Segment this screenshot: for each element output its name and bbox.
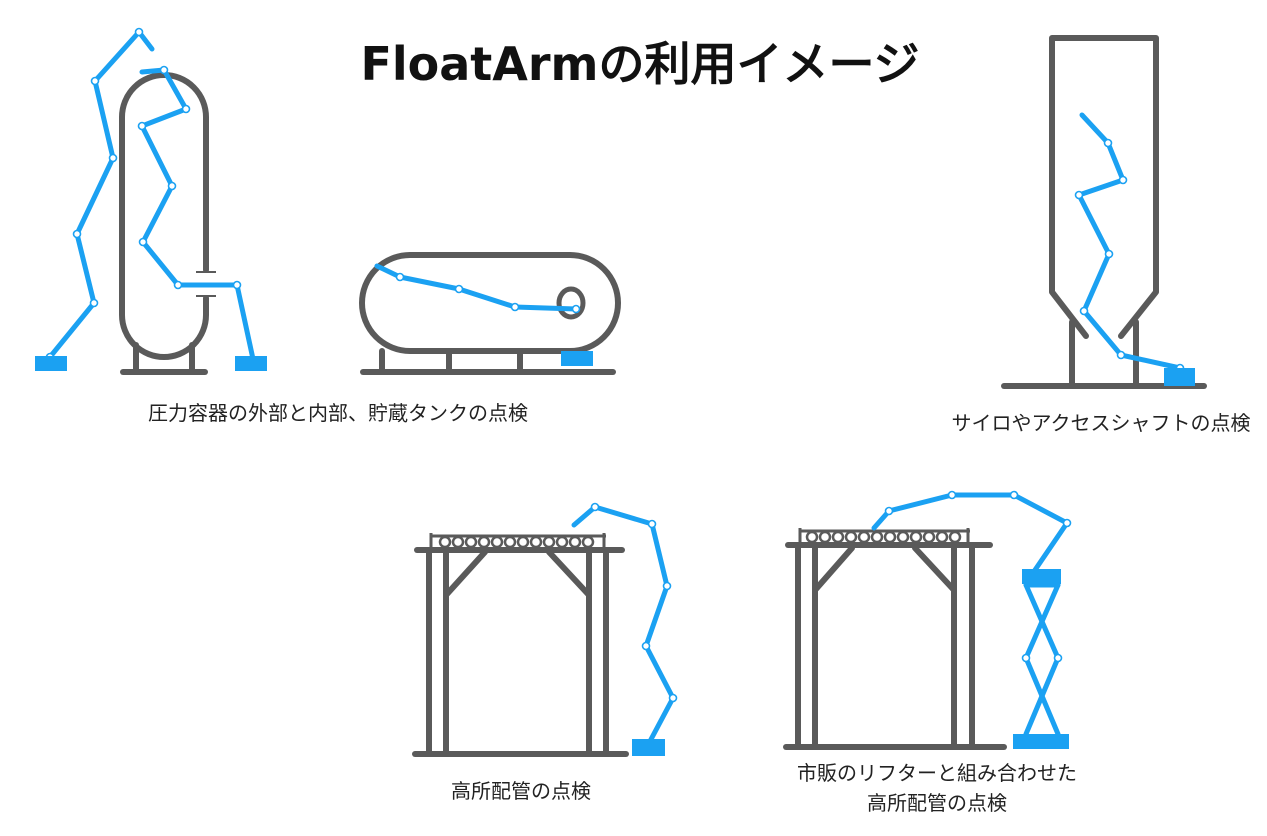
arm-base-tank [561, 351, 593, 366]
arm-joints [45, 27, 144, 362]
float-arm-inner [139, 67, 256, 362]
scene-overhead-piping: 高所配管の点検 [412, 502, 678, 803]
scene-piping-with-lifter: 市販のリフターと組み合わせた 高所配管の点検 [783, 490, 1077, 815]
pipe-rack-brace [813, 545, 855, 592]
arm-joints [1074, 138, 1185, 373]
vertical-vessel [119, 72, 209, 360]
lifter-platform [1022, 569, 1061, 584]
tank-manhole [556, 286, 586, 320]
float-arm-silo [1076, 112, 1183, 371]
scene-silo: サイロやアクセスシャフトの点検 [952, 35, 1251, 435]
pipe-rack-brace [444, 549, 488, 597]
arm-joints [395, 272, 581, 314]
pipe-rack-brace [546, 549, 591, 597]
horizontal-tank [359, 252, 621, 354]
caption-silo: サイロやアクセスシャフトの点検 [952, 411, 1251, 435]
diagram-title: FloatArmの利用イメージ [360, 37, 919, 91]
lifter-base [1013, 734, 1069, 749]
lifter-scissor-link [1023, 582, 1061, 737]
arm-joints [137, 65, 242, 290]
arm-joints [884, 490, 1072, 528]
scene-pressure-vessel: 圧力容器の外部と内部、貯蔵タンクの点検 [35, 27, 621, 425]
pipe-bundle [798, 528, 970, 544]
arm-base-silo [1164, 368, 1195, 386]
scissor-lifter [1013, 569, 1069, 749]
arm-joints [590, 502, 678, 703]
float-arm-tank [374, 263, 579, 312]
float-arm-outer [47, 29, 155, 360]
pipe-rack-brace [912, 545, 956, 592]
caption-lifter-line1: 市販のリフターと組み合わせた [797, 761, 1077, 785]
caption-pressure-vessel: 圧力容器の外部と内部、貯蔵タンクの点検 [148, 401, 528, 425]
pipe-bundle [429, 533, 606, 549]
caption-overhead-piping: 高所配管の点検 [451, 779, 591, 803]
arm-base-inner [235, 356, 267, 371]
arm-base-piping [632, 739, 665, 756]
caption-lifter-line2: 高所配管の点検 [867, 791, 1007, 815]
lifter-scissor-link [1023, 582, 1061, 737]
arm-base-outer [35, 356, 67, 371]
